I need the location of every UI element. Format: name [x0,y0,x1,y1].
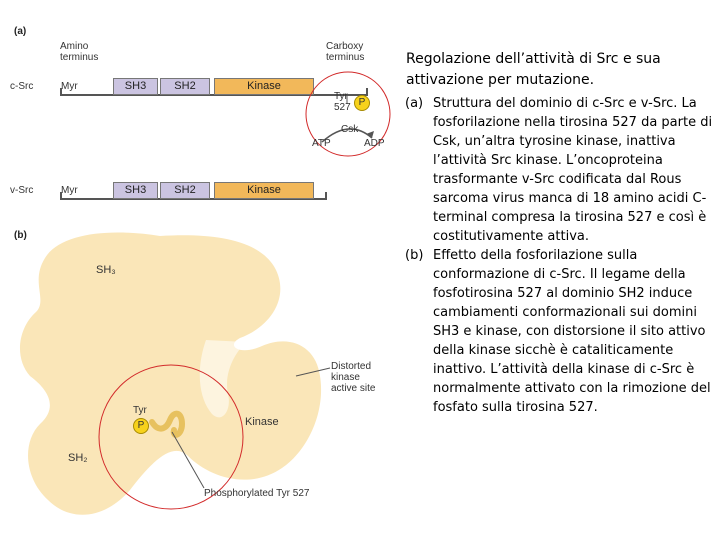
atp-label: ATP [312,138,331,149]
item-marker: (a) [405,96,424,111]
tyr-527-label: Tyr 527 [334,91,351,113]
c-terminal-tail [149,410,186,438]
phospho-tyr-pointer [171,431,205,489]
v-src-c-terminal-tick [325,192,327,200]
item-text: Effetto della fosforilazione sulla confo… [433,248,711,415]
src-conformation-illustration [19,232,331,515]
linker-notch-shape [199,340,246,418]
v-src-backbone [60,198,327,200]
description-item-a: (a) Struttura del dominio di c-Src e v-S… [405,94,717,246]
kinase-region-label: Kinase [245,416,279,428]
panel-b-tag: (b) [14,230,27,241]
c-src-backbone [60,94,368,96]
c-src-kinase-domain: Kinase [214,78,314,95]
v-src-label: v-Src [10,185,34,196]
v-src-myr-label: Myr [61,185,78,196]
item-text: Struttura del dominio di c-Src e v-Src. … [433,96,713,244]
distorted-site-pointer [295,367,331,377]
carboxy-terminus-label: Carboxy terminus [326,41,365,63]
sh2-region-label: SH₂ [68,452,88,464]
c-src-sh3-domain: SH3 [113,78,158,95]
distorted-active-site-label: Distorted kinase active site [331,361,376,394]
c-src-label: c-Src [10,81,34,92]
adp-label: ADP [364,138,385,149]
v-src-sh2-domain: SH2 [160,182,210,199]
protein-body-shape [19,232,322,515]
panel-a-tag: (a) [14,26,27,37]
slide-title: Regolazione dell’attività di Src e sua a… [406,51,661,88]
v-src-kinase-domain: Kinase [214,182,314,199]
amino-terminus-label: Amino terminus [60,41,99,63]
sh2-binding-highlight-circle [98,364,244,510]
description-text: (a) Struttura del dominio di c-Src e v-S… [405,94,717,417]
c-src-c-terminal-tick [366,88,368,96]
csk-arrow-head [366,131,374,138]
c-src-sh2-domain: SH2 [160,78,210,95]
phosphate-icon: P [133,418,149,434]
phosphorylated-tyr-label: Phosphorylated Tyr 527 [204,488,310,499]
csk-label: Csk [341,124,359,135]
v-src-n-terminal-tick [60,192,62,200]
item-marker: (b) [405,248,424,263]
c-src-n-terminal-tick [60,88,62,96]
c-src-myr-label: Myr [61,81,78,92]
v-src-sh3-domain: SH3 [113,182,158,199]
description-item-b: (b) Effetto della fosforilazione sulla c… [405,246,717,417]
phosphate-icon: P [354,95,370,111]
sh3-region-label: SH₃ [96,264,116,276]
tyr-label: Tyr [133,405,147,416]
